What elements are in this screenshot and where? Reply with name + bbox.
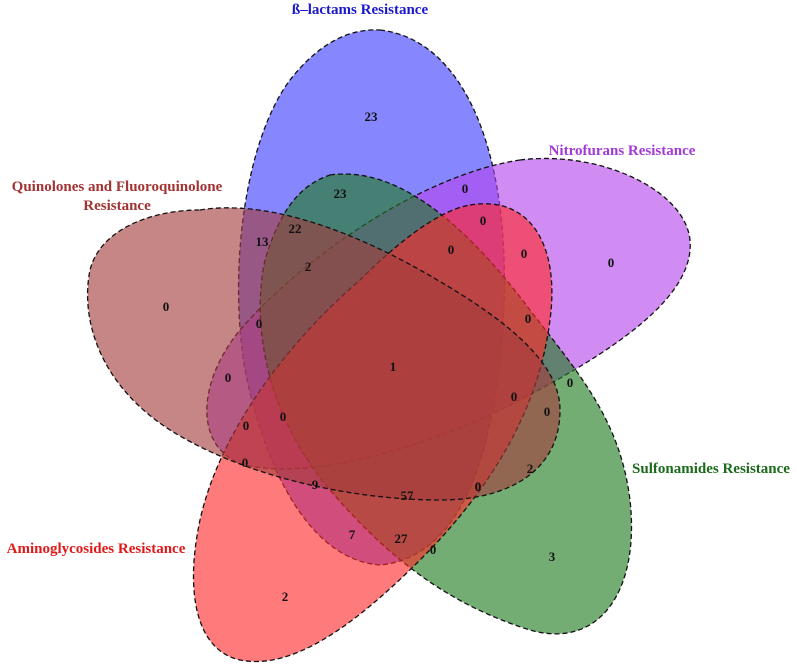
set-label-amino: Aminoglycosides Resistance — [7, 541, 186, 557]
set-label-sulfa: Sulfonamides Resistance — [632, 461, 790, 477]
region-count: 2 — [305, 259, 312, 274]
region-count: 27 — [395, 531, 409, 546]
region-count: 0 — [475, 479, 482, 494]
region-count: 57 — [401, 488, 415, 503]
region-count: 0 — [225, 370, 232, 385]
region-count: 23 — [365, 109, 379, 124]
region-count: 0 — [544, 404, 551, 419]
region-count: 0 — [430, 542, 437, 557]
region-count: 22 — [289, 221, 302, 236]
region-count: 0 — [480, 213, 487, 228]
region-count: 0 — [525, 311, 532, 326]
region-count: 0 — [462, 181, 469, 196]
region-count: 1 — [390, 359, 397, 374]
region-count: 0 — [511, 389, 518, 404]
region-count: 0 — [448, 242, 455, 257]
region-count: 0 — [243, 418, 250, 433]
set-shapes — [86, 29, 691, 663]
region-count: 0 — [280, 409, 287, 424]
set-label-nitro: Nitrofurans Resistance — [549, 143, 696, 159]
region-count: 0 — [567, 375, 574, 390]
region-count: 0 — [521, 246, 528, 261]
region-count: 23 — [334, 186, 348, 201]
region-count: 0 — [242, 455, 249, 470]
region-count: 3 — [549, 549, 556, 564]
set-label-beta: ß–lactams Resistance — [292, 2, 429, 18]
region-count: 0 — [163, 299, 170, 314]
region-count: 0 — [608, 255, 615, 270]
region-count: 9 — [312, 477, 319, 492]
region-count: 2 — [527, 461, 534, 476]
region-count: 0 — [475, 479, 482, 494]
region-count: 7 — [349, 527, 356, 542]
region-count: 2 — [282, 589, 289, 604]
region-count: 13 — [256, 234, 270, 249]
set-shape-quinolones — [86, 207, 561, 501]
region-count: 0 — [256, 316, 263, 331]
